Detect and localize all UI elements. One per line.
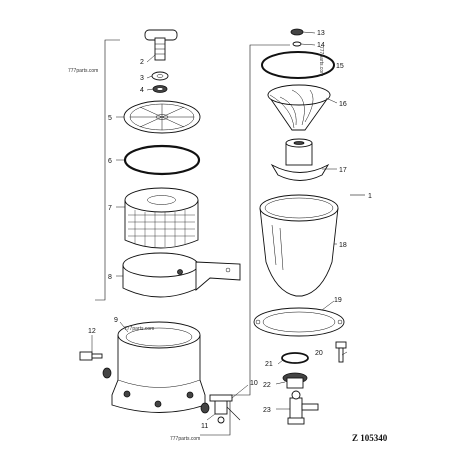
- drain-tap: [200, 394, 241, 424]
- callout-1: 1: [368, 193, 372, 200]
- callout-6: 6: [108, 158, 112, 165]
- filter-base: [111, 321, 206, 413]
- spoked-cover: [123, 100, 201, 134]
- callout-12: 12: [88, 328, 96, 335]
- bleed-screw: [79, 351, 112, 379]
- diagram-code: Z 105340: [352, 433, 388, 443]
- threaded-adapter: [282, 372, 308, 389]
- callout-4: 4: [140, 87, 144, 94]
- callout-8: 8: [108, 274, 112, 281]
- callout-19: 19: [334, 297, 342, 304]
- watermark: 777parts.com: [68, 68, 98, 74]
- ring: [281, 352, 309, 364]
- watermarks: 777parts.com 777parts.com 777parts.com 7…: [68, 46, 324, 442]
- t-handle-bolt: [144, 29, 178, 61]
- callout-3: 3: [140, 75, 144, 82]
- leader-lines: [91, 31, 348, 421]
- small-washer: [292, 41, 302, 47]
- callout-7: 7: [108, 205, 112, 212]
- watermark: 777parts.com: [170, 436, 200, 442]
- callout-5: 5: [108, 115, 112, 122]
- assembly-bracket: [95, 39, 365, 436]
- seal-ring-small: [152, 85, 168, 93]
- callout-11: 11: [201, 423, 208, 430]
- callout-18: 18: [339, 242, 347, 249]
- callout-14: 14: [317, 42, 325, 49]
- callout-9: 9: [114, 317, 118, 324]
- glass-bowl: [259, 194, 339, 297]
- callout-13: 13: [317, 30, 325, 37]
- large-o-ring: [123, 144, 201, 176]
- callout-17: 17: [339, 167, 347, 174]
- callout-23: 23: [263, 407, 271, 414]
- watermark: 777parts.com: [124, 326, 154, 332]
- nut: [290, 28, 304, 36]
- callout-10: 10: [250, 380, 258, 387]
- drain-valve: [287, 390, 319, 425]
- callout-21: 21: [265, 361, 273, 368]
- watermark: 777parts.com: [318, 46, 324, 76]
- clamp-band: [122, 252, 241, 298]
- callout-16: 16: [339, 101, 347, 108]
- callout-15: 15: [336, 63, 344, 70]
- callout-22: 22: [263, 382, 271, 389]
- bolt: [335, 341, 347, 363]
- inlet-head: [270, 138, 330, 181]
- callout-labels: 1 2 3 4 5 6 7 8 9 10 11 12 13 14 15 16 1…: [88, 30, 372, 430]
- callout-20: 20: [315, 350, 323, 357]
- filter-element: [124, 187, 199, 249]
- washer: [151, 71, 169, 81]
- spiral-deflector: [267, 84, 331, 131]
- bowl-ring: [253, 307, 345, 337]
- callout-2: 2: [140, 59, 144, 66]
